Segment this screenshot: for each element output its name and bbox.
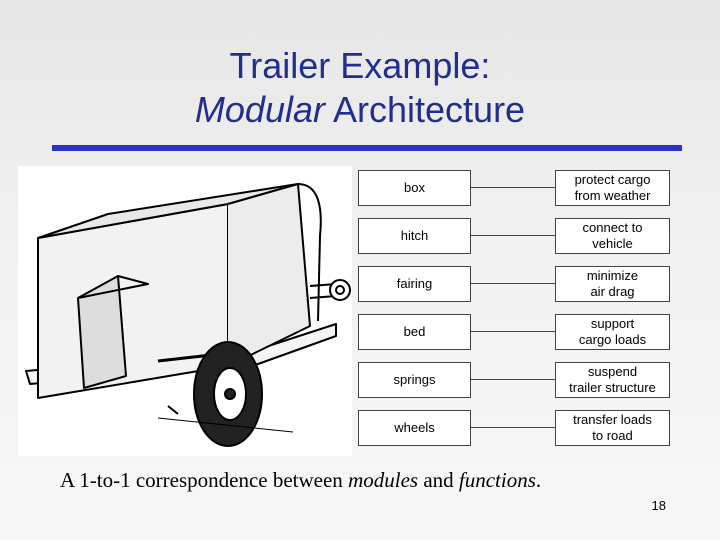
- title-line-1: Trailer Example:: [229, 45, 491, 86]
- connector: [470, 187, 555, 188]
- module-box: box: [358, 170, 471, 206]
- trailer-illustration: [18, 166, 352, 456]
- slide-title: Trailer Example: Modular Architecture: [0, 44, 720, 132]
- module-wheels: wheels: [358, 410, 471, 446]
- trailer-drawing: [25, 183, 351, 447]
- title-divider: [52, 145, 682, 151]
- page-number: 18: [651, 498, 666, 513]
- title-rest: Architecture: [324, 89, 526, 130]
- connector: [470, 283, 555, 284]
- connector: [470, 427, 555, 428]
- module-fairing: fairing: [358, 266, 471, 302]
- connector: [470, 235, 555, 236]
- module-springs: springs: [358, 362, 471, 398]
- title-line-2: Modular Architecture: [0, 88, 720, 132]
- connector: [470, 379, 555, 380]
- connector: [470, 331, 555, 332]
- title-italic-word: Modular: [194, 89, 325, 130]
- module-hitch: hitch: [358, 218, 471, 254]
- caption: A 1-to-1 correspondence between modules …: [60, 468, 542, 492]
- module-bed: bed: [358, 314, 471, 350]
